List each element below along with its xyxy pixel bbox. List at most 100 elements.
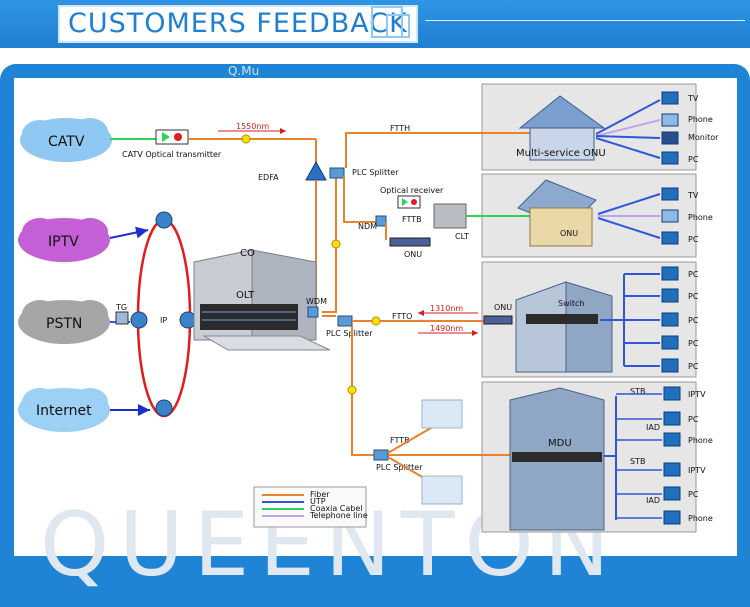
cloud-internet: Internet	[18, 388, 110, 432]
page-title: CUSTOMERS FEEDBACK	[58, 5, 418, 43]
ndm-box	[375, 215, 387, 227]
device-label: Phone	[688, 115, 713, 124]
cloud-pstn: PSTN	[18, 300, 110, 344]
device-label: IPTV	[688, 390, 706, 399]
cloud-iptv: IPTV	[18, 218, 110, 262]
switch-device	[526, 314, 598, 324]
fiber-marker	[371, 316, 381, 326]
tg-label: TG	[115, 303, 127, 312]
header-decor-square	[386, 14, 410, 38]
fiber-mdu	[351, 326, 374, 456]
mdu-label: MDU	[548, 438, 572, 449]
ndm-label: NDM	[358, 222, 377, 231]
device-label: PC	[688, 415, 699, 424]
ip-label: IP	[160, 316, 167, 325]
olt-rack	[200, 304, 298, 330]
router-icon	[155, 211, 173, 229]
tv-icon	[661, 187, 679, 201]
device-label: Phone	[688, 514, 713, 523]
device-label: IAD	[646, 496, 660, 505]
co-label: CO	[240, 248, 255, 259]
device-label: Phone	[688, 213, 713, 222]
iptv-link	[109, 226, 149, 239]
fttb2-label: FTTB	[390, 436, 410, 445]
fiber-fttb	[343, 176, 376, 223]
pc-icon	[663, 411, 681, 426]
edfa-label: EDFA	[258, 173, 279, 182]
switch-label: Switch	[558, 299, 584, 308]
transmitter-label: CATV Optical transmitter	[122, 150, 222, 159]
ftto-onu-device	[483, 315, 513, 325]
splitter-mid-label: PLC Splitter	[326, 329, 373, 338]
ftth-label: FTTH	[390, 124, 410, 133]
watermark-top: Q.Mu	[228, 64, 259, 78]
fttb-onu-label: ONU	[404, 250, 422, 259]
pc-icon	[661, 358, 679, 373]
device-label: PC	[688, 270, 699, 279]
ftto-label: FTTO	[392, 312, 412, 321]
device-label: STB	[630, 387, 645, 396]
fttb-label: FTTB	[402, 215, 422, 224]
legend	[253, 486, 367, 528]
pc-icon	[661, 312, 679, 327]
cloud-label-iptv: IPTV	[48, 234, 79, 250]
device-label: PC	[688, 292, 699, 301]
utp-line	[595, 137, 661, 159]
receiver-led-red	[411, 199, 417, 205]
wdm-box	[307, 306, 319, 318]
receiver-led-green	[402, 198, 408, 206]
device-label: Phone	[688, 436, 713, 445]
cloud-label-catv: CATV	[48, 134, 85, 150]
edfa-amplifier	[305, 160, 327, 181]
device-label: IPTV	[688, 466, 706, 475]
phone-icon	[661, 209, 679, 223]
utp-line	[595, 135, 661, 139]
wdm-label: WDM	[306, 297, 327, 306]
fiber-olt-up	[322, 174, 337, 313]
tv-icon	[661, 91, 679, 105]
tv-icon	[663, 386, 681, 401]
device-label: PC	[688, 490, 699, 499]
cloud-catv: CATV	[20, 118, 112, 162]
clt-device	[433, 203, 467, 229]
device-label: PC	[688, 339, 699, 348]
house-fttb	[517, 179, 597, 247]
legend-label: UTP	[310, 497, 326, 506]
house-ftth	[518, 95, 606, 161]
town-image	[421, 399, 463, 429]
splitter-bottom-label: PLC Splitter	[376, 463, 423, 472]
mdu-device	[512, 452, 602, 462]
pc-icon	[661, 288, 679, 303]
wavelength-1310: 1310nm	[430, 304, 463, 313]
pc-icon	[661, 151, 679, 165]
pc-icon	[661, 266, 679, 281]
optical-receiver-label: Optical receiver	[380, 186, 444, 195]
device-label: PC	[688, 362, 699, 371]
router-icon	[155, 399, 173, 417]
town-image	[421, 475, 463, 505]
pc-icon	[661, 335, 679, 350]
fiber-marker	[241, 134, 251, 144]
utp-line	[595, 99, 661, 135]
phone-icon	[663, 432, 681, 447]
transmitter-led-red	[174, 133, 182, 141]
office-building	[515, 281, 613, 373]
co-building	[193, 249, 331, 351]
pc-icon	[661, 231, 679, 245]
splitter-top	[329, 167, 345, 179]
monitor-icon	[661, 131, 679, 145]
device-label: PC	[688, 155, 699, 164]
splitter-mid	[337, 315, 353, 327]
fiber-marker	[347, 385, 357, 395]
wavelength-1550: 1550nm	[236, 122, 269, 131]
olt-label: OLT	[236, 290, 255, 301]
pc-icon	[663, 486, 681, 501]
fttb-onu-device	[389, 237, 431, 247]
cloud-label-pstn: PSTN	[46, 316, 82, 332]
utp-line	[597, 217, 661, 239]
cloud-label-internet: Internet	[36, 403, 92, 419]
phone-icon	[663, 510, 681, 525]
ftth-onu-label: Multi-service ONU	[516, 148, 606, 159]
catv-transmitter	[155, 129, 189, 145]
